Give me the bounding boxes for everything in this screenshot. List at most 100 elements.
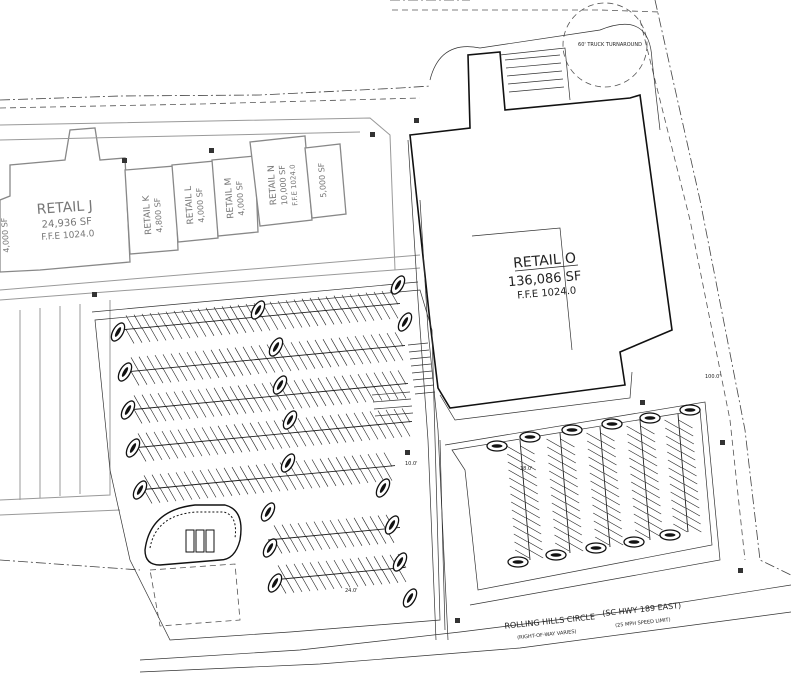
- stall-line: [378, 347, 388, 363]
- stall-line: [593, 512, 608, 522]
- stall-line: [167, 473, 177, 488]
- stall-line: [261, 397, 271, 412]
- stall-line: [213, 320, 223, 336]
- stall-line: [386, 332, 396, 348]
- stall-line: [515, 549, 530, 559]
- stall-line: [338, 351, 348, 366]
- stall-line: [209, 440, 219, 455]
- parking-island-fill: [512, 560, 524, 564]
- stall-line: [631, 481, 646, 491]
- stall-line: [157, 312, 167, 327]
- stall-line: [201, 441, 211, 456]
- stall-line: [641, 433, 656, 443]
- stall-line: [346, 336, 356, 352]
- stall-line: [349, 308, 359, 323]
- stall-line: [546, 438, 561, 448]
- svg-text:10,000 SF: 10,000 SF: [278, 164, 290, 205]
- svg-text:RETAIL M: RETAIL M: [224, 177, 237, 219]
- stall-line: [141, 327, 151, 343]
- stall-line: [629, 465, 644, 475]
- stall-line: [547, 446, 562, 456]
- stall-line: [255, 478, 265, 493]
- stall-line: [565, 502, 580, 512]
- stall-line: [165, 311, 175, 326]
- stall-line: [247, 479, 257, 494]
- stall-line: [165, 406, 175, 421]
- stall-line: [173, 405, 183, 420]
- stall-line: [149, 313, 159, 328]
- stall-line: [565, 494, 580, 504]
- stall-line: [145, 446, 155, 461]
- stall-line: [686, 515, 701, 525]
- stall-line: [521, 461, 536, 471]
- stall-line: [231, 480, 241, 496]
- stall-line: [261, 316, 271, 331]
- stall-line: [205, 307, 215, 322]
- stall-line: [197, 322, 207, 337]
- stall-line: [221, 320, 231, 335]
- stall-line: [146, 369, 156, 385]
- stall-line: [193, 441, 203, 457]
- stall-line: [303, 474, 313, 489]
- svg-text:136,086 SF: 136,086 SF: [507, 269, 582, 290]
- stall-line: [305, 522, 315, 537]
- stall-line: [133, 328, 143, 343]
- stall-line: [197, 403, 207, 418]
- stall-line: [607, 520, 622, 530]
- stall-line: [317, 377, 327, 393]
- stall-line: [189, 309, 199, 324]
- east-parking-stalls: [506, 413, 702, 561]
- stall-line: [309, 311, 319, 327]
- stall-line: [681, 451, 696, 461]
- stall-line: [250, 345, 260, 361]
- stall-line: [170, 367, 180, 382]
- stall-line: [587, 448, 602, 458]
- stall-line: [381, 569, 391, 584]
- stall-line: [266, 358, 276, 373]
- stall-line: [397, 384, 407, 399]
- stall-line: [341, 559, 351, 574]
- stall-line: [295, 474, 305, 490]
- stall-line: [273, 434, 283, 449]
- svg-text:10.0': 10.0': [405, 461, 418, 467]
- stall-line: [255, 464, 265, 479]
- stall-line: [680, 443, 695, 453]
- stall-line: [231, 466, 241, 482]
- stall-line: [630, 473, 645, 483]
- stall-line: [362, 349, 372, 364]
- stall-line: [245, 398, 255, 413]
- stall-line: [321, 534, 331, 550]
- stall-line: [313, 430, 323, 445]
- stall-line: [377, 424, 387, 439]
- stall-line: [298, 341, 308, 356]
- parking-island-fill: [272, 342, 280, 352]
- stall-line: [401, 422, 411, 437]
- stall-line: [345, 532, 355, 547]
- stall-line: [664, 419, 679, 429]
- retail-k-label: RETAIL K 4,800 SF: [142, 194, 165, 235]
- stall-line: [314, 339, 324, 355]
- stall-line: [193, 427, 203, 443]
- stall-line: [229, 386, 239, 401]
- stall-line: [361, 412, 371, 427]
- west-parking-stalls: [119, 290, 413, 594]
- stall-line: [635, 529, 650, 539]
- stall-line: [509, 477, 524, 487]
- stall-line: [273, 525, 283, 540]
- stall-line: [563, 470, 578, 480]
- stall-line: [138, 370, 148, 385]
- stall-line: [329, 533, 339, 549]
- stall-line: [298, 355, 308, 370]
- stall-line: [282, 356, 292, 372]
- stall-line: [285, 380, 295, 396]
- stall-line: [668, 467, 683, 477]
- parking-island-fill: [524, 435, 536, 439]
- stall-line: [389, 568, 399, 583]
- stall-line: [313, 416, 323, 431]
- stall-line: [157, 326, 167, 341]
- stall-line: [285, 314, 295, 329]
- stall-line: [349, 388, 359, 404]
- stall-line: [359, 454, 369, 470]
- stall-line: [285, 564, 295, 579]
- stall-line: [643, 457, 658, 467]
